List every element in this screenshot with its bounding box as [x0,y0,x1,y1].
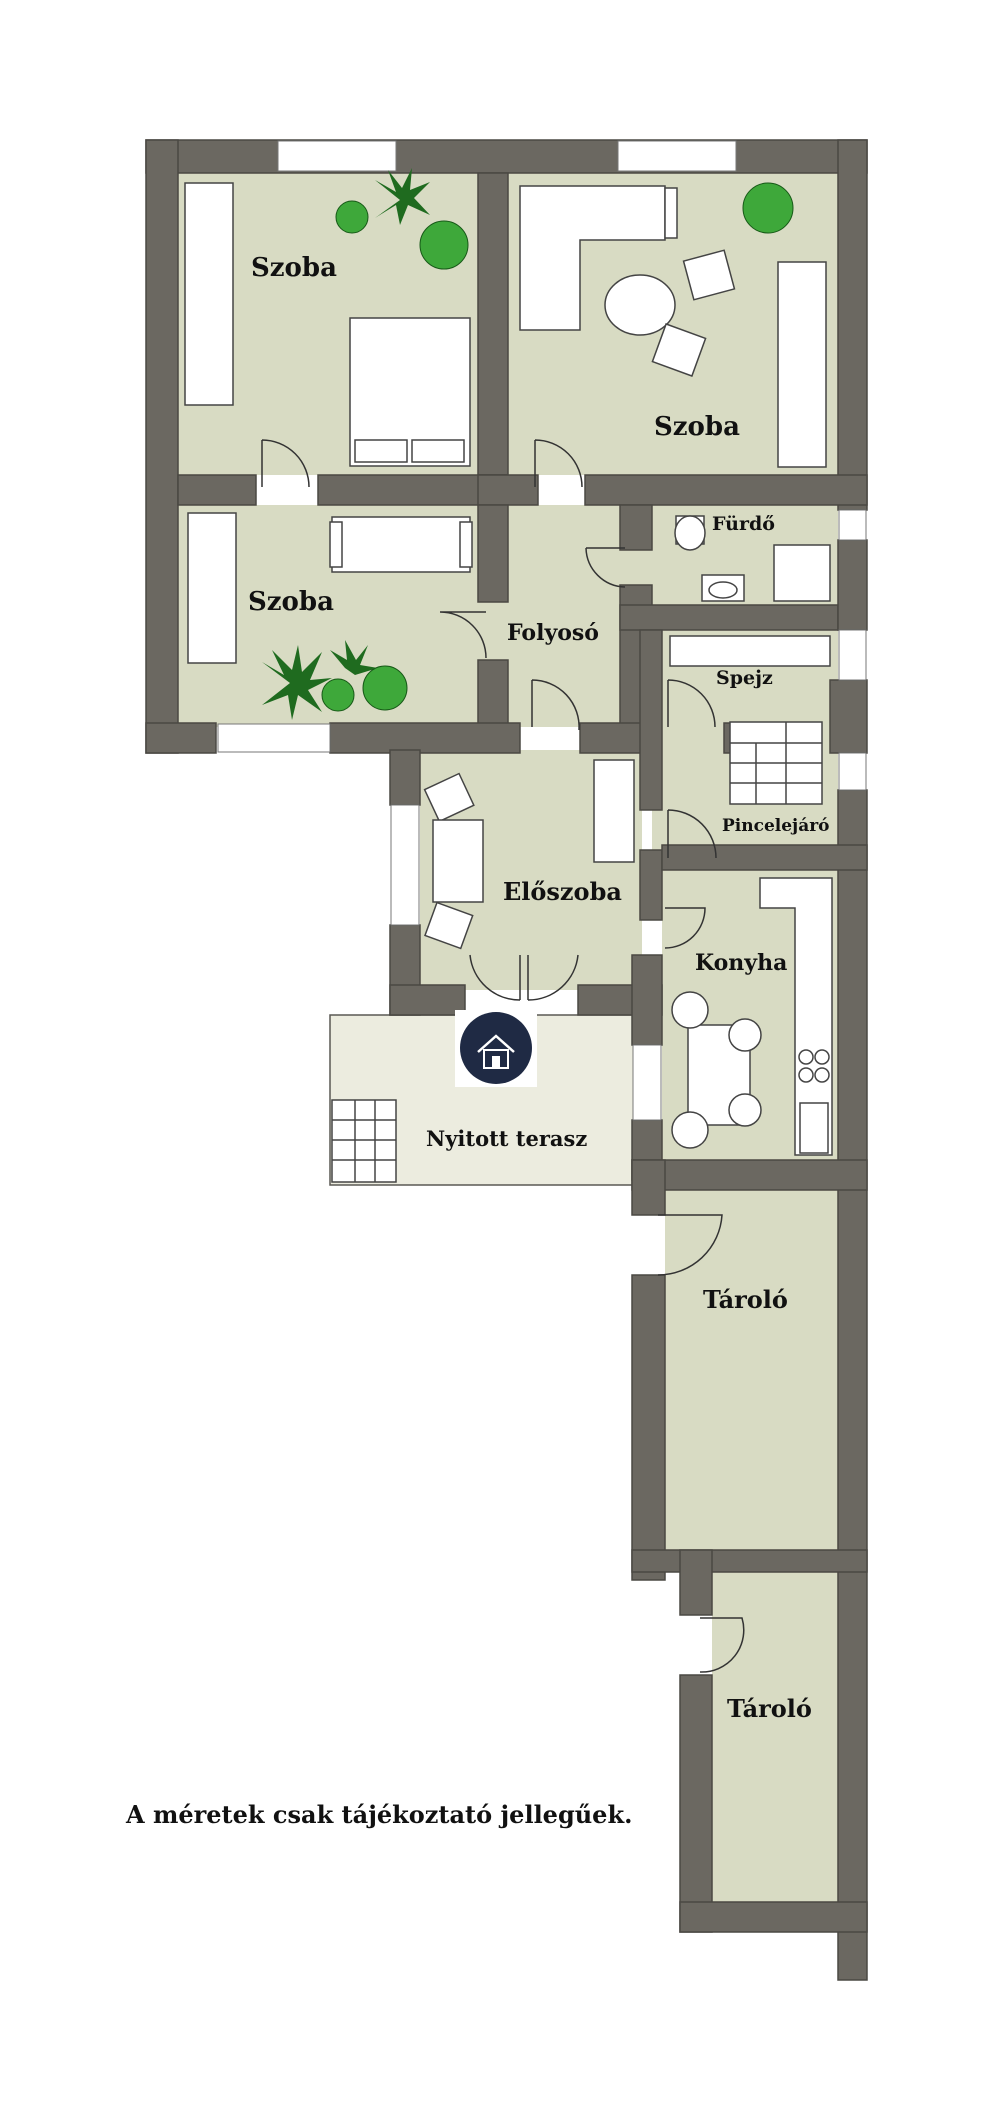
room-label-nyitott-terasz: Nyitott terasz [426,1126,587,1151]
coffee-table [604,274,676,336]
room-labels: Szoba Szoba Szoba Fürdő Folyosó Spejz Pi… [248,253,830,1723]
room-label-eloszoba: Előszoba [503,877,622,906]
room-label-tarolo: Tároló [703,1285,788,1314]
plant-icon [262,645,332,720]
stairs-pincelejaro [729,721,823,805]
wardrobe-middle-left [187,512,237,664]
plant-icon [335,200,369,234]
plant-icon [362,665,408,711]
windows [217,140,867,1121]
room-label-konyha: Konyha [695,950,787,976]
kitchen-counter [759,877,833,1156]
plant-icon [419,220,469,270]
terrace-stairs [331,1099,397,1183]
room-label-pincelejaro: Pincelejáró [722,816,830,836]
toilet-bowl [674,515,706,551]
room-label-szoba: Szoba [248,587,334,617]
room-label-szoba: Szoba [654,412,740,442]
room-label-tarolo: Tároló [727,1694,812,1723]
shoe-cabinet [432,819,484,903]
sink [701,574,745,602]
disclaimer-note: A méretek csak tájékoztató jellegűek. [126,1800,633,1829]
room-label-furdo: Fürdő [712,513,775,535]
company-logo [455,1010,537,1087]
room-label-folyoso: Folyosó [507,620,599,646]
walls [145,139,868,1981]
plant-icon [375,168,430,225]
shower [773,544,831,602]
room-label-szoba: Szoba [251,253,337,283]
coat-rack [593,759,635,863]
room-label-spejz: Spejz [716,667,773,689]
furniture [184,182,833,1183]
corner-sofa [519,185,666,331]
plants [262,168,794,720]
plant-icon [330,640,378,675]
wardrobe-top-right [777,261,827,468]
spejz-shelf [669,635,831,667]
plant-icon [742,182,794,234]
wardrobe-top-left [184,182,234,406]
plant-icon [321,678,355,712]
sofa-middle [331,516,471,573]
doors [261,439,745,1673]
